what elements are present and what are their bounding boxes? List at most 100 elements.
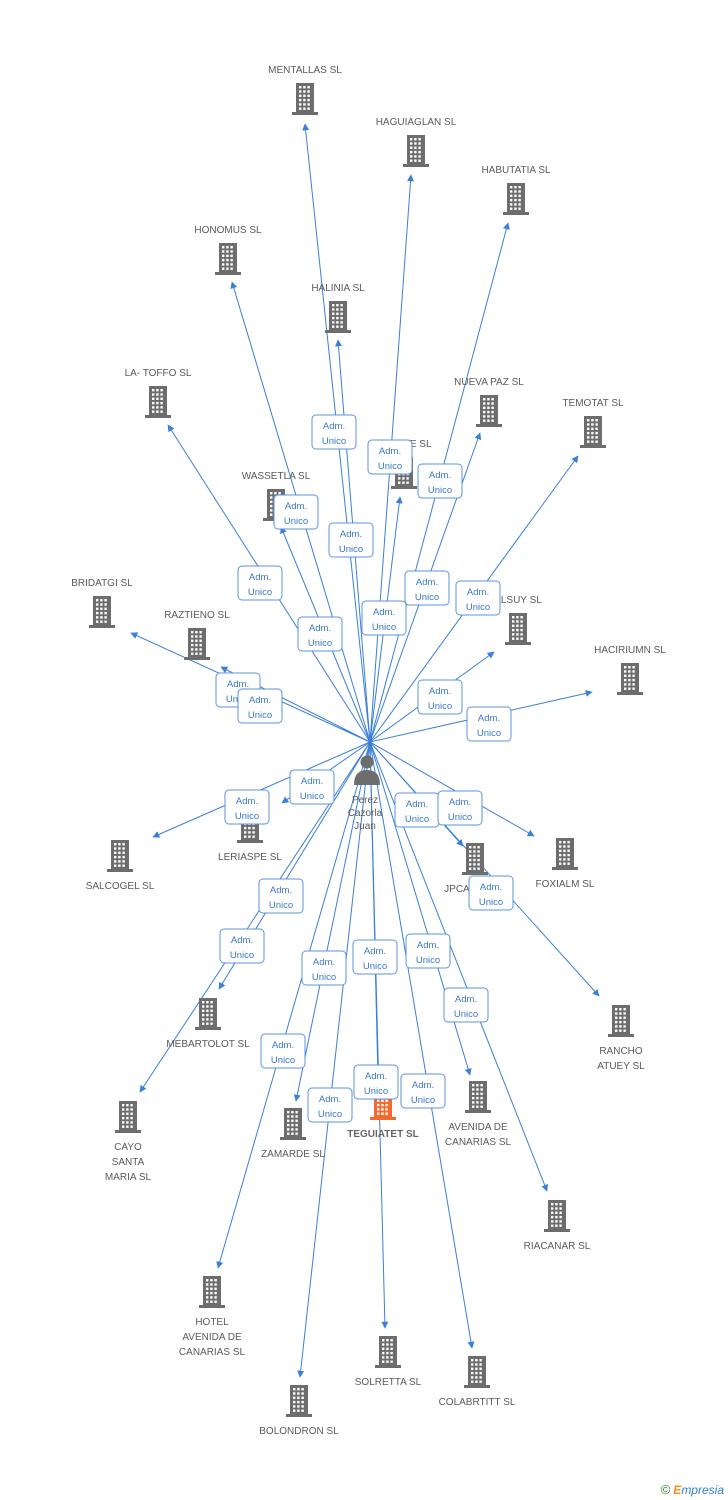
badge-box bbox=[219, 928, 265, 964]
badge-label: Adm. bbox=[249, 572, 271, 583]
badge-label: Unico bbox=[416, 955, 440, 966]
badge-box bbox=[311, 414, 357, 450]
relation-badge[interactable]: Adm.Unico bbox=[400, 1073, 446, 1109]
badge-box bbox=[437, 790, 483, 826]
badge-label: Unico bbox=[271, 1055, 295, 1066]
company-node[interactable]: MENTALLAS SL bbox=[268, 65, 342, 115]
badge-label: Adm. bbox=[449, 797, 471, 808]
relation-badge[interactable]: Adm.Unico bbox=[311, 414, 357, 450]
badge-box bbox=[417, 463, 463, 499]
company-node[interactable]: HONOMUS SL bbox=[194, 225, 262, 275]
badge-box bbox=[466, 706, 512, 742]
company-node[interactable]: COLABRTITT SL bbox=[439, 1356, 516, 1408]
relation-badge[interactable]: Adm. Unico bbox=[307, 1087, 353, 1123]
company-node[interactable]: HACIRIUMN SL bbox=[594, 645, 666, 695]
company-name: CAYO bbox=[114, 1142, 142, 1153]
company-node[interactable]: FOXIALM SL bbox=[536, 838, 595, 890]
relation-badge[interactable]: Adm.Unico bbox=[437, 790, 483, 826]
person-icon bbox=[354, 755, 380, 785]
badge-label: Unico bbox=[428, 701, 452, 712]
relation-badge[interactable]: Adm.Unico bbox=[443, 987, 489, 1023]
relation-badge[interactable]: Adm.Unico bbox=[328, 522, 374, 558]
company-node[interactable]: LA- TOFFO SL bbox=[125, 368, 192, 418]
company-name: HOTEL bbox=[195, 1317, 229, 1328]
badge-label: Unico bbox=[322, 436, 346, 447]
relation-badge[interactable]: Adm. Unico bbox=[417, 679, 463, 715]
company-name: ALSUY SL bbox=[494, 595, 542, 606]
company-name: WASSETLA SL bbox=[242, 471, 311, 482]
building-icon bbox=[617, 663, 643, 695]
relation-badge[interactable]: Adm.Unico bbox=[404, 570, 450, 606]
company-node[interactable]: ZAMARDE SL bbox=[261, 1108, 325, 1160]
company-node[interactable]: RAZTIENO SL bbox=[164, 610, 230, 660]
relation-badge[interactable]: Adm.Unico bbox=[237, 688, 283, 724]
relation-badge[interactable]: Adm.Unico bbox=[466, 706, 512, 742]
building-icon bbox=[199, 1276, 225, 1308]
building-icon bbox=[286, 1385, 312, 1417]
company-name: ZAMARDE SL bbox=[261, 1149, 325, 1160]
relation-badge[interactable]: Adm.Unico bbox=[352, 939, 398, 975]
badge-label: Adm. bbox=[319, 1094, 341, 1105]
company-node[interactable]: BRIDATGI SL bbox=[71, 578, 133, 628]
badge-label: Unico bbox=[300, 791, 324, 802]
person-name: Perez bbox=[352, 795, 378, 806]
company-node[interactable]: RIACANAR SL bbox=[524, 1200, 591, 1252]
badge-label: Unico bbox=[248, 587, 272, 598]
company-node[interactable]: HABUTATIA SL bbox=[481, 165, 551, 215]
person-name: Juan bbox=[354, 821, 376, 832]
relation-badge[interactable]: Adm.Unico bbox=[224, 789, 270, 825]
relation-badge[interactable]: Adm.Unico bbox=[258, 878, 304, 914]
relation-badge[interactable]: Adm.Unico bbox=[297, 616, 343, 652]
building-icon bbox=[292, 83, 318, 115]
building-icon bbox=[544, 1200, 570, 1232]
building-icon bbox=[375, 1336, 401, 1368]
edge-line bbox=[369, 741, 535, 837]
relation-badge[interactable]: Adm.Unico bbox=[468, 875, 514, 911]
relation-badge[interactable]: Adm.Unico bbox=[367, 439, 413, 475]
company-node[interactable]: HALINIA SL bbox=[311, 283, 365, 333]
company-node[interactable]: SOLRETTA SL bbox=[355, 1336, 422, 1388]
badge-label: Unico bbox=[378, 461, 402, 472]
relation-badge[interactable]: Adm.Unico bbox=[273, 494, 319, 530]
company-node[interactable]: BOLONDRON SL bbox=[259, 1385, 339, 1437]
company-name: BOLONDRON SL bbox=[259, 1426, 339, 1437]
badge-label: Adm. bbox=[429, 686, 451, 697]
badge-label: Unico bbox=[318, 1109, 342, 1120]
company-node[interactable]: ALSUY SL bbox=[494, 595, 542, 645]
badge-label: Adm. bbox=[365, 1071, 387, 1082]
building-icon bbox=[215, 243, 241, 275]
relation-badge[interactable]: Adm.Unico bbox=[289, 769, 335, 805]
company-node[interactable]: TEMOTAT SL bbox=[562, 398, 624, 448]
badge-label: Adm. bbox=[231, 935, 253, 946]
company-node[interactable]: NUEVA PAZ SL bbox=[454, 377, 524, 427]
badge-label: Unico bbox=[308, 638, 332, 649]
building-icon bbox=[476, 395, 502, 427]
company-name: LERIASPE SL bbox=[218, 852, 282, 863]
relation-badge[interactable]: Adm.Unico bbox=[361, 600, 407, 636]
relation-badge[interactable]: Adm.Unico bbox=[353, 1064, 399, 1100]
company-node[interactable]: MEBARTOLOT SL bbox=[166, 998, 250, 1050]
relation-badge[interactable]: Adm.Unico bbox=[405, 933, 451, 969]
badge-label: Unico bbox=[269, 900, 293, 911]
relation-badge[interactable]: Adm.Unico bbox=[455, 580, 501, 616]
building-icon bbox=[115, 1101, 141, 1133]
company-node[interactable]: SALCOGEL SL bbox=[86, 840, 155, 892]
footer-brand[interactable]: ©Empresia bbox=[661, 1482, 724, 1497]
badge-label: Unico bbox=[284, 516, 308, 527]
company-node[interactable]: HAGUIAGLAN SL bbox=[376, 117, 457, 167]
badge-label: Adm. bbox=[272, 1040, 294, 1051]
relation-badge[interactable]: Adm.Unico bbox=[219, 928, 265, 964]
relation-badge[interactable]: Adm.Unico bbox=[417, 463, 463, 499]
badge-label: Adm. bbox=[480, 882, 502, 893]
relation-badge[interactable]: Adm. Unico bbox=[260, 1033, 306, 1069]
relation-badge[interactable]: Adm. Unico bbox=[237, 565, 283, 601]
nodes-layer: MENTALLAS SL HAGUIAGLAN SL HABUTATIA SL HON… bbox=[71, 65, 666, 1437]
relation-badge[interactable]: Adm.Unico bbox=[301, 950, 347, 986]
relation-badge[interactable]: Adm.Unico bbox=[394, 792, 440, 828]
